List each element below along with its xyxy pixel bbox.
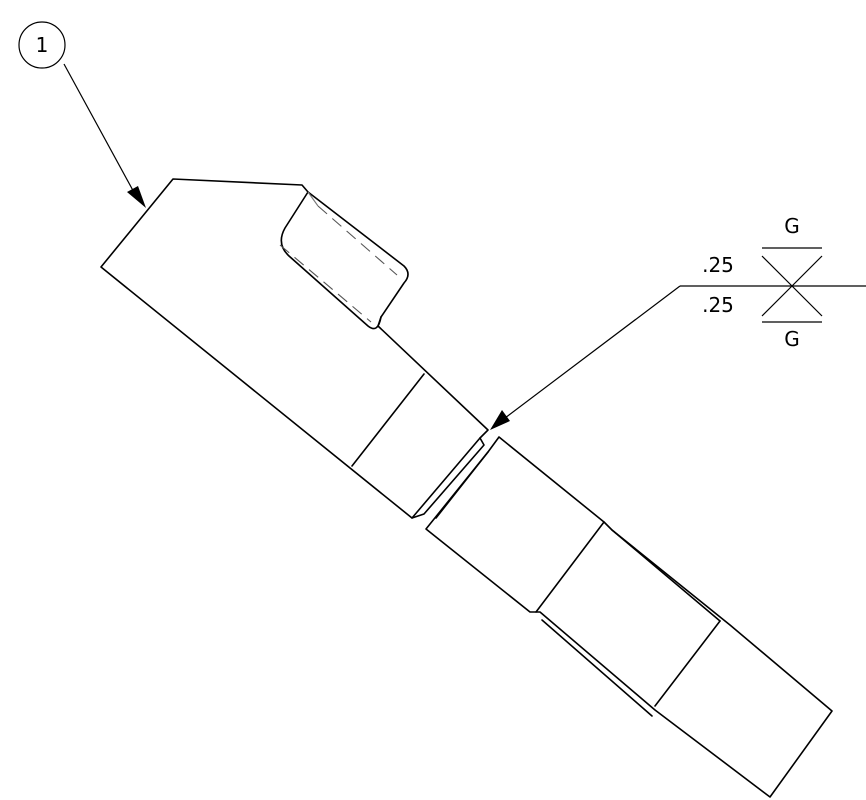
vgroove-bottom-right — [791, 285, 823, 317]
finish-symbol-bottom: G — [784, 327, 800, 351]
finish-symbol-top: G — [784, 214, 800, 238]
flat-upper-edge — [611, 529, 721, 622]
upper-part — [100, 178, 489, 519]
hidden-line-bottom — [279, 244, 372, 323]
weld-leader-arrowhead — [490, 410, 510, 430]
upper-part-outline — [100, 178, 489, 519]
lower-section-line-1 — [535, 521, 605, 613]
weld-size-bottom: .25 — [702, 293, 734, 317]
vgroove-bottom-left — [761, 285, 793, 317]
lower-part — [425, 436, 833, 798]
lower-part-outline — [425, 436, 833, 798]
flat-lower-edge — [541, 619, 653, 717]
weld-size-top: .25 — [702, 253, 734, 277]
balloon-leader — [63, 63, 146, 208]
vgroove-top-left — [761, 255, 793, 287]
bore-edge-top — [307, 191, 319, 207]
hidden-line-top — [317, 205, 398, 276]
balloon-leader-arrowhead — [127, 186, 146, 208]
weld-bevel-upper — [411, 437, 481, 519]
weld-leader-line — [504, 285, 681, 419]
vgroove-top-right — [791, 255, 823, 287]
bracket-contour — [280, 191, 382, 330]
weld-leader — [490, 285, 866, 430]
weld-bevel-lower — [435, 451, 489, 519]
upper-section-line-1 — [351, 373, 425, 467]
item-balloon: 1 — [18, 21, 66, 69]
lower-section-line-2 — [654, 620, 721, 707]
weld-symbol: G G .25 .25 — [702, 214, 823, 351]
balloon-leader-line — [63, 63, 137, 197]
balloon-circle — [18, 21, 66, 69]
balloon-number: 1 — [36, 33, 49, 57]
